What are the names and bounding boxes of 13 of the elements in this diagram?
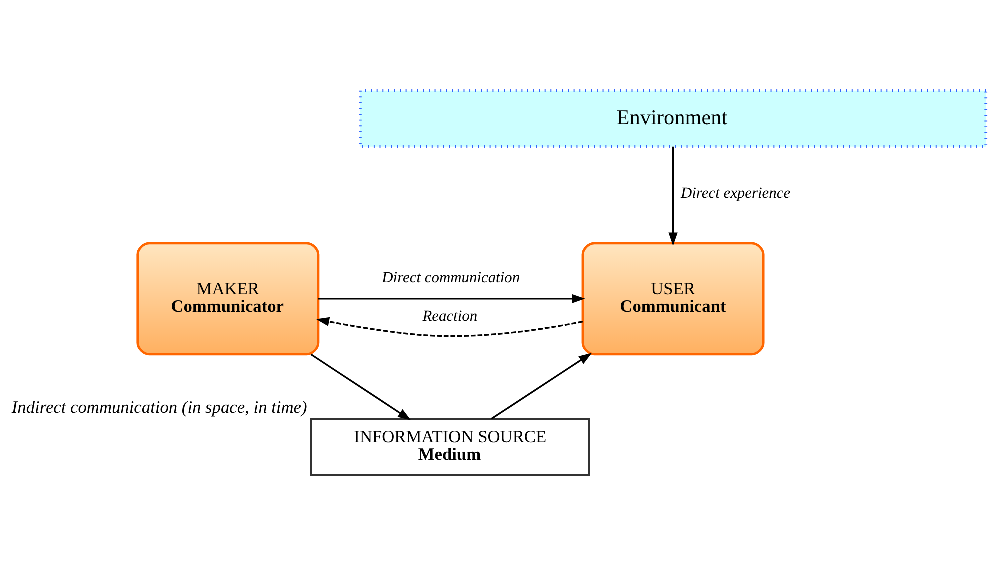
arrow [668, 146, 678, 246]
arrow [310, 353, 412, 420]
arrow [316, 316, 584, 337]
edge-label: Reaction [422, 307, 478, 324]
edge-label: Direct experience [681, 184, 791, 202]
edge-label: Direct communication [382, 268, 520, 286]
node-box: Environment [359, 88, 988, 148]
node-box: INFORMATION SOURCE Medium [310, 418, 590, 476]
node-label: Indirect communication (in space, in time) [12, 397, 308, 416]
node-box: USER Communicant [582, 242, 765, 356]
arrow [318, 294, 586, 304]
node-box: MAKER Communicator [136, 242, 320, 356]
arrow [491, 352, 592, 420]
